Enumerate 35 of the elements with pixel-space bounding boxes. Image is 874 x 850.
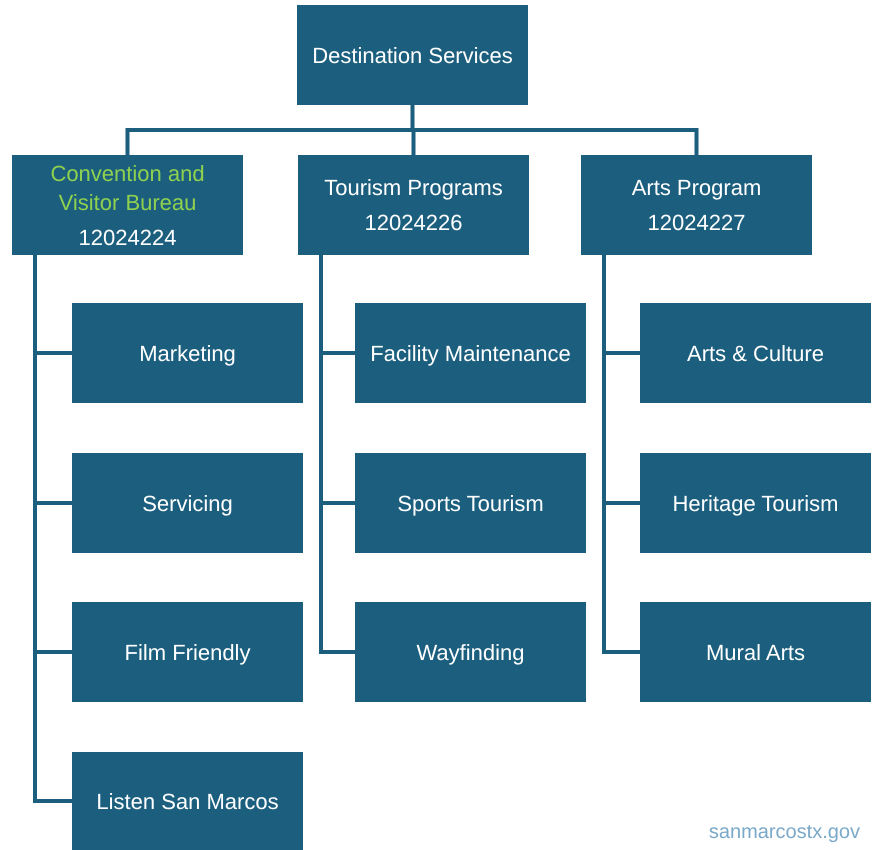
org-box [12, 155, 243, 255]
org-box [298, 155, 529, 255]
unit-name: Convention and Visitor Bureau [49, 160, 206, 216]
unit-name: Film Friendly [124, 638, 250, 666]
org-box [72, 453, 303, 553]
unit-name: Servicing [142, 490, 233, 518]
org-box [640, 602, 871, 702]
org-box [297, 5, 528, 105]
unit-name: Destination Services [312, 42, 513, 70]
unit-name: Sports Tourism [397, 490, 544, 518]
unit-name: Listen San Marcos [96, 788, 279, 816]
unit-name: Wayfinding [416, 638, 524, 666]
connector-line [319, 255, 355, 654]
account-number: 12024224 [78, 224, 176, 252]
org-box [640, 453, 871, 553]
source-url: sanmarcostx.gov [708, 821, 860, 844]
unit-name: Mural Arts [706, 638, 806, 666]
org-box [640, 303, 871, 403]
org-box [581, 155, 812, 255]
unit-name: Tourism Programs [324, 174, 503, 202]
org-box [355, 303, 586, 403]
unit-name: Facility Maintenance [370, 340, 571, 368]
connector-line [410, 105, 698, 155]
unit-name: Heritage Tourism [672, 490, 838, 518]
org-box [72, 602, 303, 702]
account-number: 12024226 [364, 209, 462, 237]
account-number: 12024227 [648, 209, 746, 237]
org-box [355, 453, 586, 553]
org-box [355, 602, 586, 702]
connector-line [602, 255, 640, 654]
unit-name: Arts Program [632, 174, 762, 202]
unit-name: Marketing [139, 340, 236, 368]
org-box [72, 303, 303, 403]
org-box [72, 752, 303, 850]
unit-name: Arts & Culture [687, 340, 824, 368]
